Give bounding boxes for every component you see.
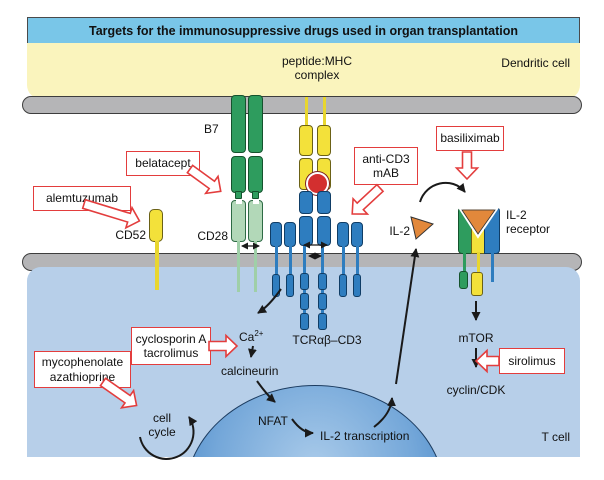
mhc-segment	[299, 125, 313, 156]
nfat-label: NFAT	[258, 414, 288, 428]
tcr-segment	[317, 216, 331, 246]
mtor-label: mTOR	[458, 331, 494, 345]
cd3-unit	[270, 222, 282, 247]
calcium-sup: 2+	[254, 329, 264, 338]
b7-tab	[235, 191, 242, 199]
b7-segment	[248, 95, 263, 153]
sirolimus-text: sirolimus	[508, 353, 556, 368]
itam-domain	[318, 313, 327, 330]
mhc-stalk	[323, 97, 326, 127]
itam-domain	[318, 293, 327, 310]
sirolimus-label: sirolimus	[499, 348, 565, 374]
diagram-title: Targets for the immunosuppressive drugs …	[89, 23, 518, 38]
azathioprine-line2: azathioprine	[49, 369, 116, 384]
cd28-notch	[252, 200, 259, 204]
cyclosporin-tacrolimus-label: cyclosporin A tacrolimus	[131, 327, 211, 365]
il2r-tail-blue	[491, 252, 494, 282]
il2-transcription-label: IL-2 transcription	[320, 429, 410, 443]
tcr-segment	[317, 191, 331, 214]
peptide-mhc-line1: peptide:MHC	[281, 54, 353, 68]
il2r-tail-domain-yellow	[471, 272, 483, 296]
cd3-tail-domain	[286, 274, 294, 297]
t-cell-label: T cell	[541, 430, 570, 444]
tcr-segment	[299, 216, 313, 246]
cd3-tail	[355, 246, 359, 276]
itam-domain	[318, 273, 327, 290]
il2-receptor-line1: IL-2	[506, 208, 527, 222]
cd3-unit	[351, 222, 363, 247]
cell-cycle-line1: cell	[152, 411, 171, 425]
cd28-segment	[231, 200, 246, 242]
cyclosporin-line1: cyclosporin A	[135, 331, 207, 346]
cd3-tail	[274, 246, 278, 276]
tcr-cd3-label: TCRαβ–CD3	[292, 333, 362, 347]
il2-label: IL-2	[389, 224, 410, 238]
dendritic-cell-region	[27, 43, 580, 99]
basiliximab-label: basiliximab	[436, 126, 504, 151]
title-bar: Targets for the immunosuppressive drugs …	[27, 17, 580, 44]
dendritic-membrane	[22, 96, 582, 114]
peptide-mhc-label: peptide:MHC complex	[257, 54, 377, 82]
cd52-molecule	[149, 209, 163, 242]
cell-cycle-label: cell cycle	[140, 411, 184, 439]
il2-cytokine-triangle	[410, 216, 434, 240]
cd28-label: CD28	[197, 229, 228, 243]
anti-cd3-arrow	[351, 183, 385, 215]
peptide-mhc-line2: complex	[294, 68, 340, 82]
b7-label: B7	[204, 122, 219, 136]
dendritic-cell-label: Dendritic cell	[501, 56, 570, 70]
calcium-base: Ca	[239, 330, 255, 344]
nucleus	[185, 385, 445, 457]
calcium-label: Ca2+	[239, 327, 263, 344]
il2r-alpha-chain	[484, 207, 500, 254]
basiliximab-text: basiliximab	[440, 131, 500, 146]
anti-cd3-mab-label: anti-CD3 mAB	[354, 147, 418, 185]
anti-cd3-line2: mAB	[372, 166, 399, 180]
b7-segment	[231, 156, 246, 193]
cell-cycle-line2: cycle	[148, 425, 176, 439]
il2-receptor-line2: receptor	[506, 222, 551, 236]
cyclin-cdk-label: cyclin/CDK	[446, 383, 506, 397]
cd3-tail-domain	[353, 274, 361, 297]
alemtuzumab-label: alemtuzumab	[33, 186, 131, 211]
itam-domain	[300, 293, 309, 310]
cd3-tail-domain	[339, 274, 347, 297]
cd3-tail-domain	[272, 274, 280, 297]
tcr-segment	[299, 191, 313, 214]
il2r-tail-green	[463, 252, 466, 276]
itam-domain	[300, 313, 309, 330]
mhc-segment	[317, 125, 331, 156]
cd52-stalk	[154, 241, 159, 290]
alemtuzumab-text: alemtuzumab	[45, 191, 119, 206]
cd3-unit	[284, 222, 296, 247]
anti-cd3-line1: anti-CD3	[362, 151, 410, 166]
b7-tab	[252, 191, 259, 199]
cd3-tail	[341, 246, 345, 276]
il2r-tail-yellow	[477, 252, 480, 274]
basiliximab-arrow	[454, 151, 480, 181]
il2-receptor-label: IL-2 receptor	[506, 208, 550, 236]
mycophenolate-azathioprine-label: mycophenolate azathioprine	[34, 351, 131, 388]
belatacept-text: belatacept	[135, 156, 191, 171]
cd28-stalk	[254, 241, 257, 292]
itam-domain	[300, 273, 309, 290]
il2r-tail-domain-green	[459, 271, 468, 289]
cd28-notch	[235, 200, 242, 204]
belatacept-label: belatacept	[126, 151, 200, 176]
cyclosporin-line2: tacrolimus	[143, 346, 199, 360]
calcineurin-label: calcineurin	[221, 364, 279, 378]
cd28-stalk	[237, 241, 240, 292]
cd28-segment	[248, 200, 263, 242]
cd3-tail	[288, 246, 292, 276]
mhc-stalk	[305, 97, 308, 127]
cd52-label: CD52	[115, 228, 146, 242]
mycophenolate-line1: mycophenolate	[41, 355, 124, 369]
cd3-unit	[337, 222, 349, 247]
b7-segment	[231, 95, 246, 153]
il2-to-receptor-arrow	[419, 182, 466, 203]
b7-segment	[248, 156, 263, 193]
